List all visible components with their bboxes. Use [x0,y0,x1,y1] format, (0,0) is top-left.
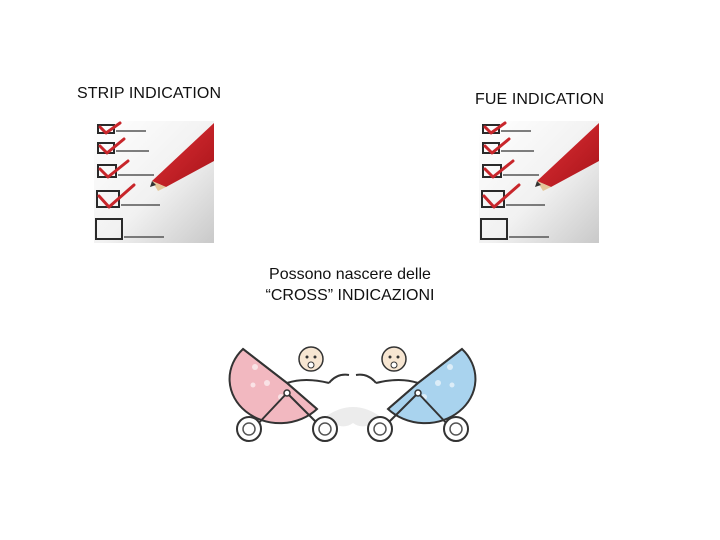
strip-indication-label: STRIP INDICATION [77,85,222,102]
cross-indications-line-2: “CROSS” INDICAZIONI [265,287,435,304]
cross-indications-text: Possono nascere delle “CROSS” INDICAZION… [250,264,450,306]
checklist-pencil-icon [94,121,214,243]
checklist-pencil-icon [479,121,599,243]
pink-stroller-icon [228,346,350,442]
cross-indications-line-1: Possono nascere delle [269,266,431,283]
baby-strollers-icon [225,337,480,444]
fue-indication-label: FUE INDICATION [475,91,605,108]
blue-stroller-icon [355,346,477,442]
